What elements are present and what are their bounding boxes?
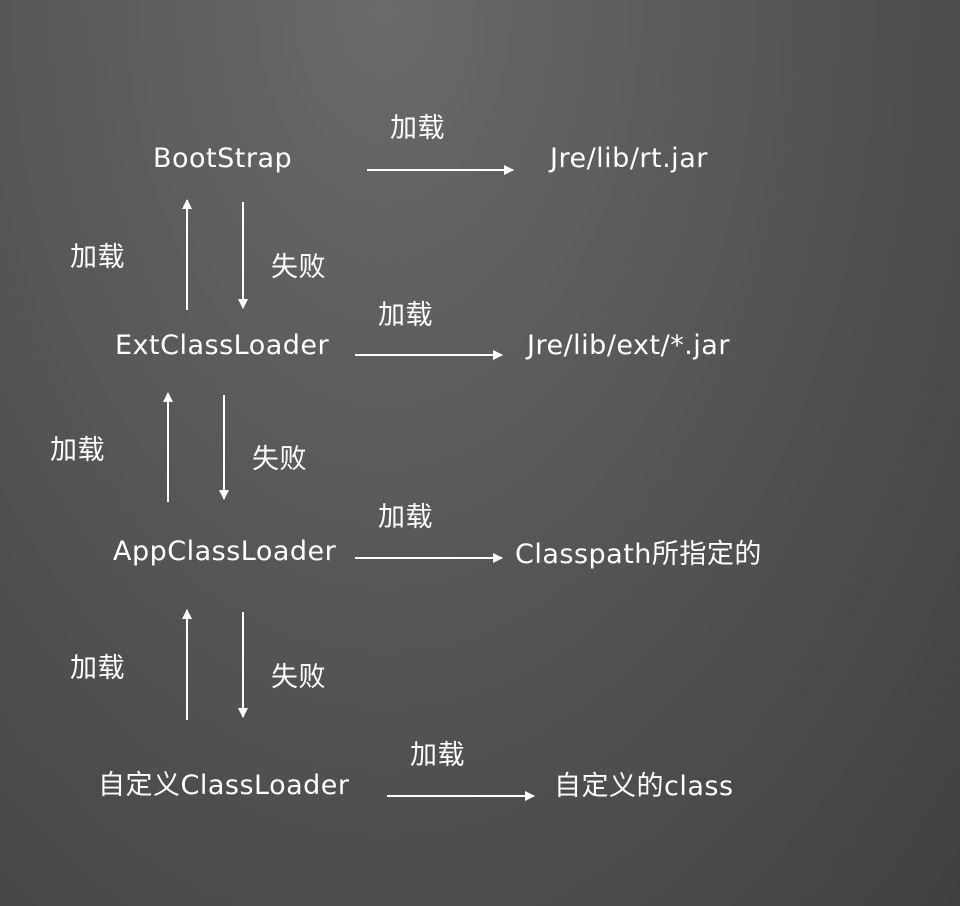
label-load-ext: 加载: [378, 300, 433, 331]
target-classpath: Classpath所指定的: [515, 539, 762, 570]
label-fail-3: 失败: [271, 662, 326, 693]
target-rt-jar: Jre/lib/rt.jar: [550, 143, 708, 174]
node-bootstrap: BootStrap: [153, 143, 293, 174]
node-custom-classloader: 自定义ClassLoader: [98, 770, 350, 801]
target-ext-jar: Jre/lib/ext/*.jar: [527, 330, 730, 361]
target-custom-class: 自定义的class: [554, 771, 734, 802]
label-load-up-3: 加载: [70, 653, 125, 684]
label-fail-1: 失败: [271, 252, 326, 283]
node-ext-classloader: ExtClassLoader: [115, 330, 330, 361]
label-load-app: 加载: [378, 502, 433, 533]
node-app-classloader: AppClassLoader: [113, 536, 337, 567]
label-load-up-1: 加载: [70, 242, 125, 273]
label-load-bootstrap: 加载: [390, 113, 445, 144]
label-fail-2: 失败: [252, 444, 307, 475]
label-load-up-2: 加载: [50, 435, 105, 466]
label-load-custom: 加载: [410, 740, 465, 771]
